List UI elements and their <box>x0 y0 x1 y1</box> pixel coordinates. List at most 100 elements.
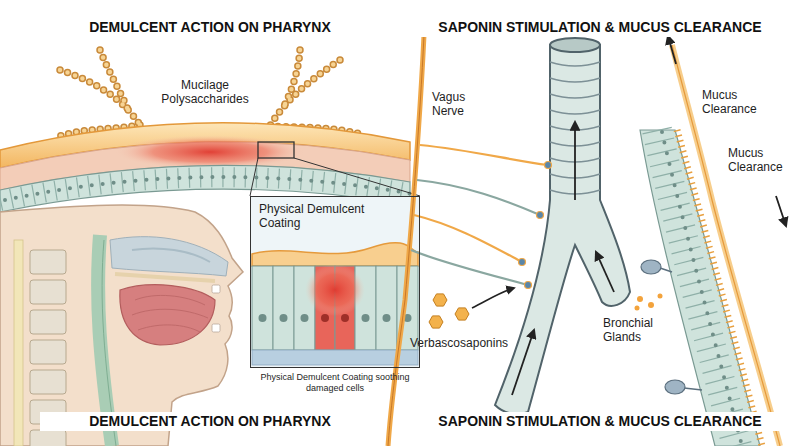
cilia <box>677 130 762 446</box>
head-profile <box>0 205 243 446</box>
damage-glow <box>305 264 365 316</box>
trachea-bronchi <box>495 45 630 414</box>
ring <box>550 78 600 82</box>
nucleus <box>341 314 349 322</box>
nucleus <box>321 314 329 322</box>
nucleus <box>383 314 391 322</box>
mucus-stream-edge <box>672 45 780 446</box>
epithelial-cell <box>273 266 294 350</box>
bead-chain <box>60 70 140 125</box>
secretion-dot <box>658 294 663 299</box>
flow-arrow <box>574 122 576 200</box>
bead-chain <box>270 60 340 126</box>
bead-chain <box>100 50 128 110</box>
inset-heading: Physical Demulcent Coating <box>251 197 417 236</box>
secretion-dot <box>635 306 640 311</box>
gland <box>665 380 685 394</box>
panel-title: SAPONIN STIMULATION & MUCUS CLEARANCE <box>404 18 796 37</box>
hexagon <box>429 316 443 328</box>
nerve-branch <box>414 215 522 262</box>
nerve-ending <box>519 259 526 266</box>
demulcent-coating <box>252 243 418 266</box>
trachea-opening <box>550 38 600 52</box>
hexagon <box>433 294 447 306</box>
bead-chain <box>282 50 300 110</box>
flow-arrow <box>596 252 614 292</box>
panel-title: DEMULCENT ACTION ON PHARYNX <box>40 412 380 431</box>
secretion-dot <box>637 296 643 302</box>
vertebra <box>30 250 66 274</box>
vertebra <box>30 340 66 364</box>
clearance-arrow <box>668 36 676 64</box>
inflamed-area <box>115 135 305 169</box>
vertebra <box>30 430 66 446</box>
nasal-cavity <box>110 237 228 276</box>
panel-title: DEMULCENT ACTION ON PHARYNX <box>40 18 380 37</box>
leader-line <box>250 158 258 196</box>
inset-ground <box>251 197 419 367</box>
inset-caption: Physical Demulcent Coating soothing dama… <box>244 372 426 394</box>
nucleus <box>280 314 288 322</box>
nerve-branch <box>420 145 548 165</box>
nerve-ending <box>525 282 532 289</box>
inset-box: Physical Demulcent Coating <box>250 196 420 368</box>
head-section <box>0 205 243 446</box>
uptake-arrow <box>472 288 514 308</box>
leader-line <box>294 158 420 196</box>
flow-arrow <box>512 330 534 395</box>
gland-duct <box>660 268 672 272</box>
part-label: Mucus Clearance <box>702 88 766 117</box>
nerve-core <box>388 35 424 446</box>
gland <box>641 260 661 274</box>
tongue-muscle <box>132 295 208 332</box>
ring <box>550 94 600 98</box>
hard-palate <box>115 274 215 281</box>
epithelial-cell <box>376 266 397 350</box>
nucleus <box>301 314 309 322</box>
cell-nuclei <box>662 132 742 446</box>
hexagon <box>455 308 469 320</box>
bead-chain <box>270 60 340 126</box>
nerve-ending <box>537 212 544 219</box>
nerve-branch <box>411 250 528 285</box>
part-label: Vagus Nerve <box>432 90 482 119</box>
nuclei <box>259 314 412 322</box>
nerve-endings <box>519 162 552 289</box>
nerve-trunk <box>388 35 424 446</box>
part-label: Bronchial Glands <box>603 316 667 345</box>
nerve-ending <box>545 162 552 169</box>
part-label: Mucilage Polysaccharides <box>150 78 260 107</box>
nerve-branch <box>417 180 540 215</box>
ciliated-epithelium <box>640 130 760 446</box>
spinal-cord <box>14 240 23 446</box>
airway <box>495 38 630 414</box>
inset-pointer <box>250 142 420 196</box>
ring <box>550 110 600 114</box>
part-label: Mucus Clearance <box>728 146 792 175</box>
gland-duct <box>684 388 702 390</box>
inset-detail <box>251 197 419 367</box>
ring <box>550 62 600 66</box>
mucosa-wall <box>640 36 786 446</box>
bead-chain <box>100 50 128 110</box>
part-label: Verbascosaponins <box>410 336 508 350</box>
clearance-arrow <box>776 196 786 226</box>
tongue <box>120 285 215 345</box>
epithelial-cell <box>252 266 273 350</box>
mucus-stream <box>672 45 780 446</box>
vertebra <box>30 310 66 334</box>
saponin-molecules <box>429 288 514 328</box>
tooth <box>212 285 220 293</box>
zoom-frame <box>258 142 294 158</box>
nucleus <box>362 314 370 322</box>
cell-borders <box>657 130 737 446</box>
tooth <box>212 324 220 332</box>
basement-layer <box>252 350 418 365</box>
secretion-dot <box>648 302 654 308</box>
turbinate <box>132 249 210 263</box>
vertebra <box>30 280 66 304</box>
panel-title: SAPONIN STIMULATION & MUCUS CLEARANCE <box>404 412 796 431</box>
airflow-arrows <box>512 122 614 395</box>
nucleus <box>259 314 267 322</box>
